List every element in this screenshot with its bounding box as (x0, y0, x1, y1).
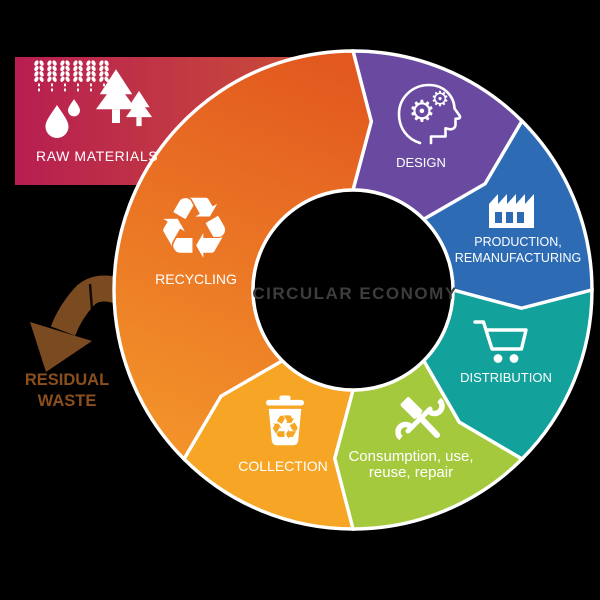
recycle-arrows-icon (156, 180, 232, 279)
arrow-fold-crease (88, 283, 95, 323)
segment-label-collection: COLLECTION (238, 458, 327, 474)
trash-bin-recycle-icon (266, 395, 304, 446)
segment-label-design: DESIGN (396, 155, 446, 170)
segment-label-distribution: DISTRIBUTION (460, 370, 552, 385)
wheel-center-hole (251, 188, 455, 392)
cycle-wheel (112, 49, 594, 531)
segment-label-consumption: Consumption, use,reuse, repair (348, 448, 473, 481)
segment-label-production: PRODUCTION,REMANUFACTURING (455, 235, 581, 265)
segment-label-recycling: RECYCLING (155, 271, 237, 287)
